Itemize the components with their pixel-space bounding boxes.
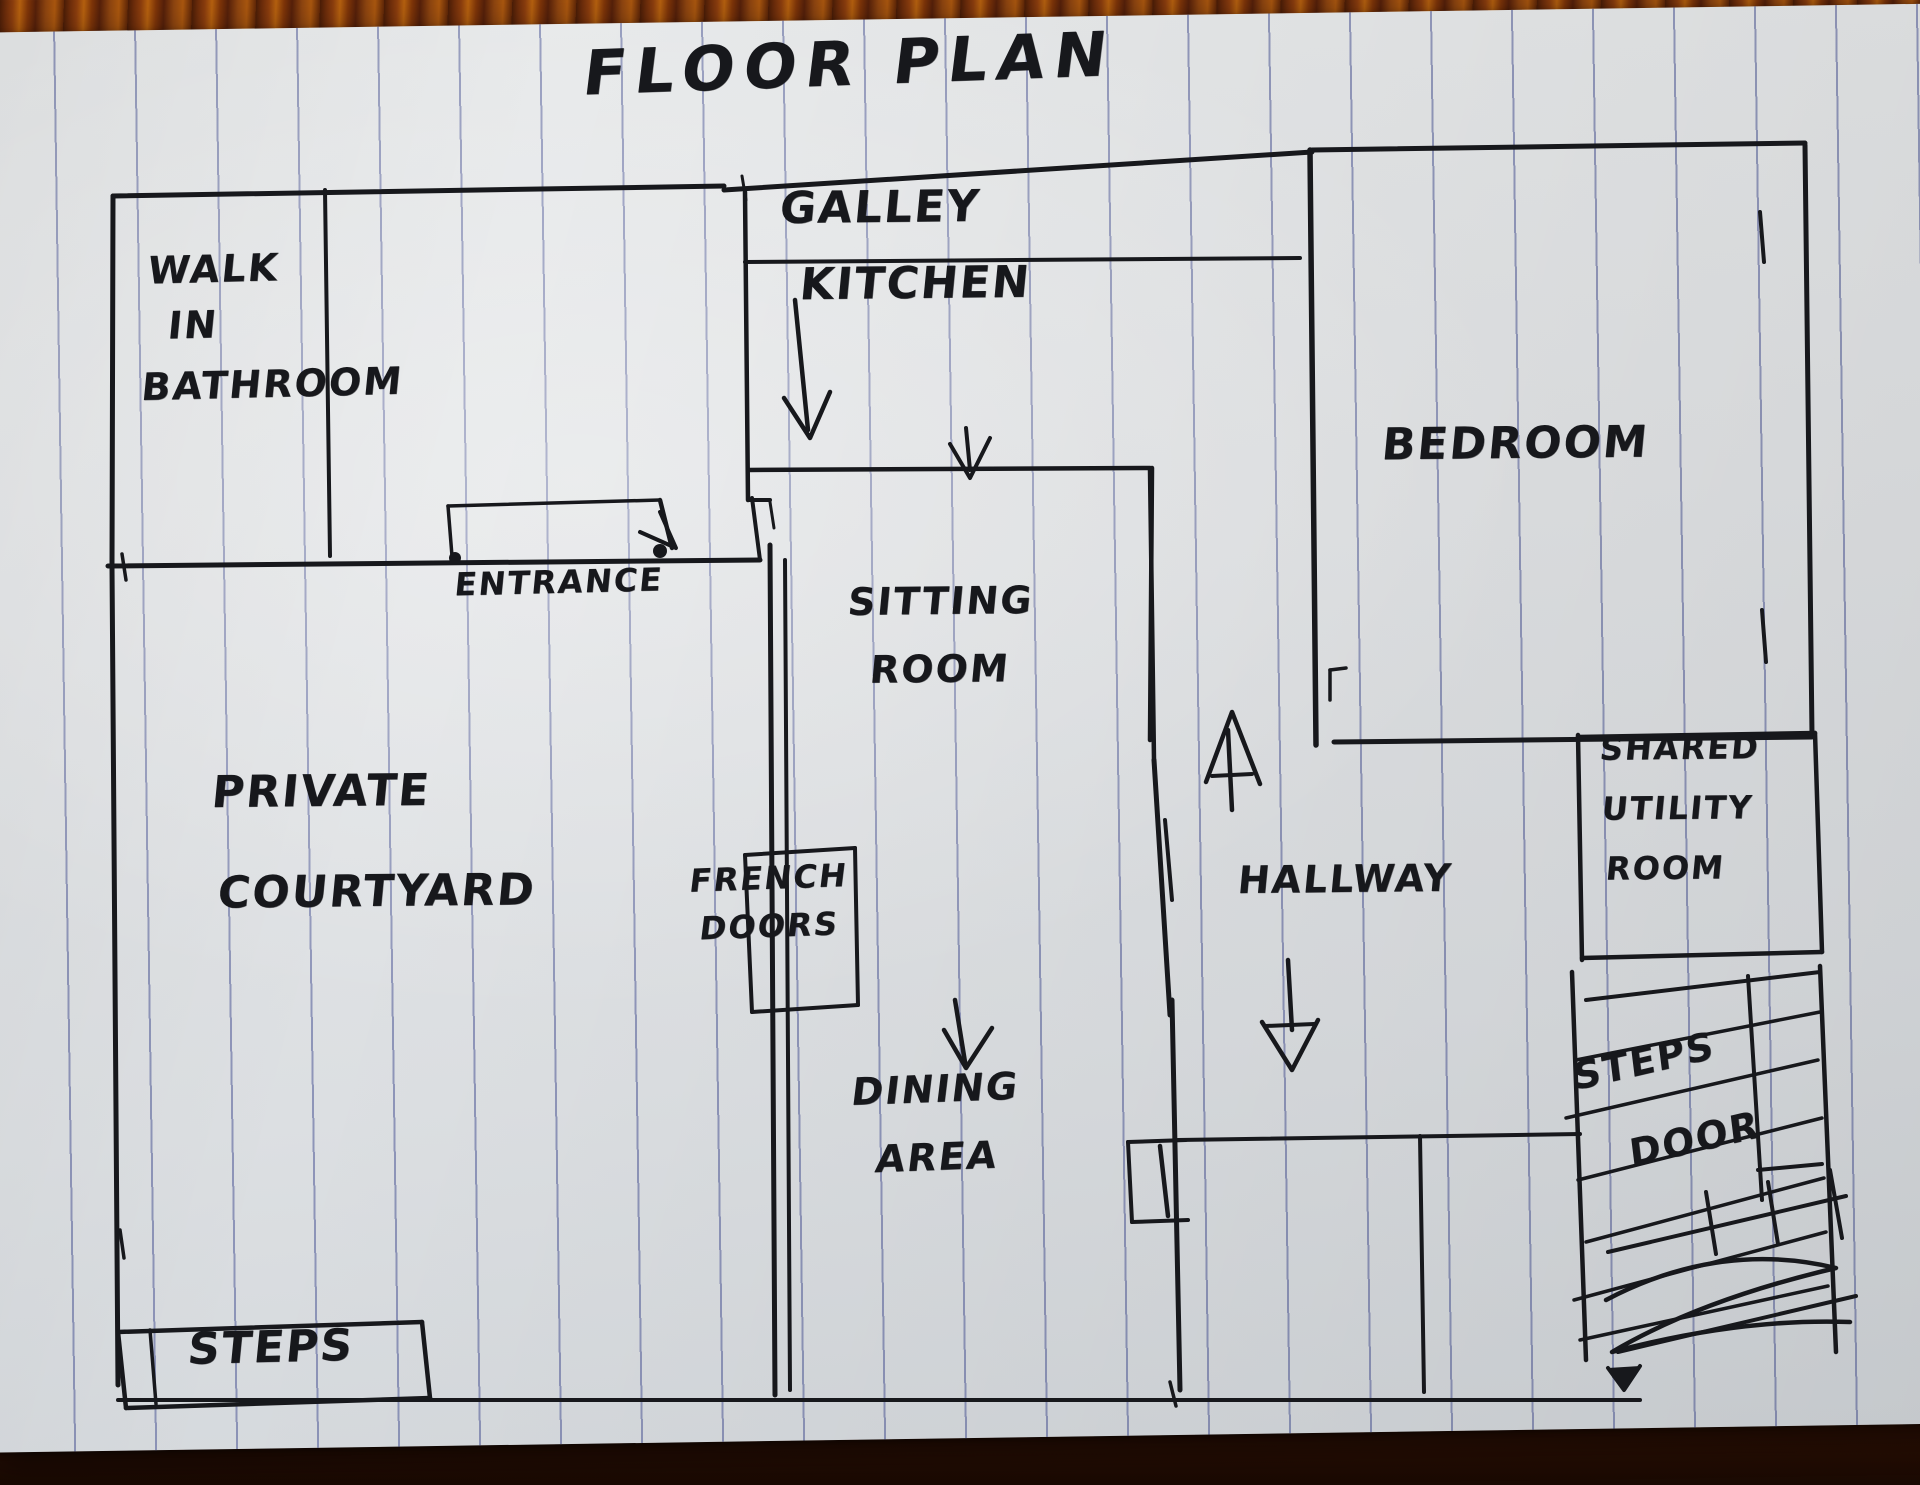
room-label-courtyard: COURTYARD <box>215 864 539 919</box>
room-label-utility-room: ROOM <box>1604 848 1727 888</box>
room-label-utility: UTILITY <box>1600 788 1755 828</box>
room-label-private: PRIVATE <box>209 764 433 819</box>
room-label-shared: SHARED <box>1598 728 1762 768</box>
room-label-in: IN <box>165 302 221 348</box>
feature-label-entrance: ENTRANCE <box>452 560 666 604</box>
feature-label-doors: DOORS <box>697 904 842 948</box>
room-label-sitting-room: ROOM <box>867 646 1012 692</box>
room-label-galley: GALLEY <box>777 180 983 235</box>
room-label-hallway: HALLWAY <box>1235 855 1455 903</box>
room-label-kitchen: KITCHEN <box>797 256 1034 311</box>
page-title: FLOOR PLAN <box>579 17 1121 110</box>
feature-label-french: FRENCH <box>687 856 851 900</box>
room-label-dining: DINING <box>848 1063 1022 1115</box>
room-label-bathroom: BATHROOM <box>139 358 406 410</box>
room-label-dining-area: AREA <box>873 1132 1002 1182</box>
room-label-walk: WALK <box>145 245 282 293</box>
feature-label-steps-front: STEPS <box>185 1319 357 1376</box>
room-label-sitting: SITTING <box>845 578 1036 624</box>
room-label-bedroom: BEDROOM <box>1379 416 1652 471</box>
